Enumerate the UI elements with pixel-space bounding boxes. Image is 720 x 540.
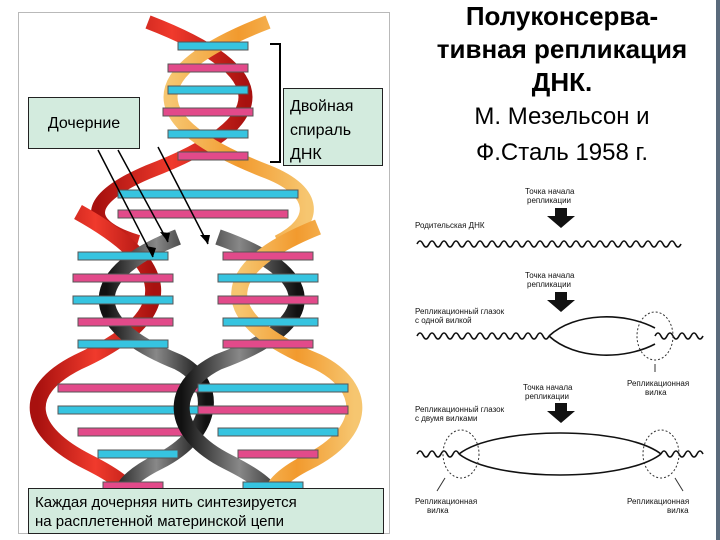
label-daughter-text: Дочерние [47, 115, 121, 132]
schem-fork-bl-2: вилка [427, 506, 449, 515]
caption-line2: на расплетенной материнской цепи [35, 513, 284, 530]
bubble-top [548, 316, 656, 337]
label-daughter: Дочерние [28, 97, 140, 149]
slide-title: Полуконсерва- тивная репликация ДНК. М. … [404, 0, 720, 186]
fork-circle [636, 311, 674, 361]
title-line4: М. Мезельсон и [474, 103, 650, 130]
schem-origin-top-1: Точка начала [525, 187, 575, 196]
schem-bubble-two-1: Репликационный глазок [415, 405, 505, 414]
schem-parent-dna: Родительская ДНК [415, 221, 485, 230]
label-helix-line3: ДНК [290, 146, 322, 163]
replication-schematic: Точка начала репликации Родительская ДНК… [405, 186, 713, 536]
helix-bracket [270, 43, 281, 163]
schem-origin-mid-2: репликации [527, 280, 571, 289]
title-line5: Ф.Сталь 1958 г. [475, 139, 649, 166]
title-line2: тивная репликация [436, 34, 688, 64]
arrow-down-icon [547, 403, 575, 423]
parent-dna-strand [416, 240, 682, 248]
schem-bubble-one-1: Репликационный глазок [415, 307, 505, 316]
schem-origin-top-2: репликации [527, 196, 571, 205]
bubble2-top [458, 432, 662, 455]
schem-origin-mid-1: Точка начала [525, 271, 575, 280]
schem-fork-bl-1: Репликационная [415, 497, 477, 506]
schem-fork-1: Репликационная [627, 379, 689, 388]
label-helix-line2: спираль [290, 122, 352, 139]
caption-line1: Каждая дочерняя нить синтезируется [35, 494, 297, 511]
bubble-bottom [548, 335, 656, 356]
arrow-down-icon [547, 208, 575, 228]
label-double-helix: Двойная спираль ДНК [283, 88, 383, 166]
schem-fork-2: вилка [645, 388, 667, 397]
arrow-daughter-2 [97, 149, 154, 258]
schem-bubble-one-2: с одной вилкой [415, 316, 472, 325]
title-line1: Полуконсерва- [465, 1, 659, 31]
daughter-helix-left [29, 205, 214, 534]
strand-left-1 [416, 332, 550, 340]
schem-origin-low-2: репликации [525, 392, 569, 401]
label-helix-line1: Двойная [290, 98, 354, 115]
schem-fork-br-2: вилка [667, 506, 689, 515]
caption-box: Каждая дочерняя нить синтезируется на ра… [28, 488, 384, 534]
slide-edge-bar [716, 0, 720, 540]
arrow-daughter-3 [157, 146, 209, 245]
title-line3: ДНК. [531, 67, 593, 97]
arrow-down-icon [547, 292, 575, 312]
schem-origin-low-1: Точка начала [523, 383, 573, 392]
schem-bubble-two-2: с двумя вилками [415, 414, 477, 423]
parent-base-pairs [117, 41, 299, 219]
arrow-daughter-1 [117, 149, 169, 243]
schem-fork-br-1: Репликационная [627, 497, 689, 506]
